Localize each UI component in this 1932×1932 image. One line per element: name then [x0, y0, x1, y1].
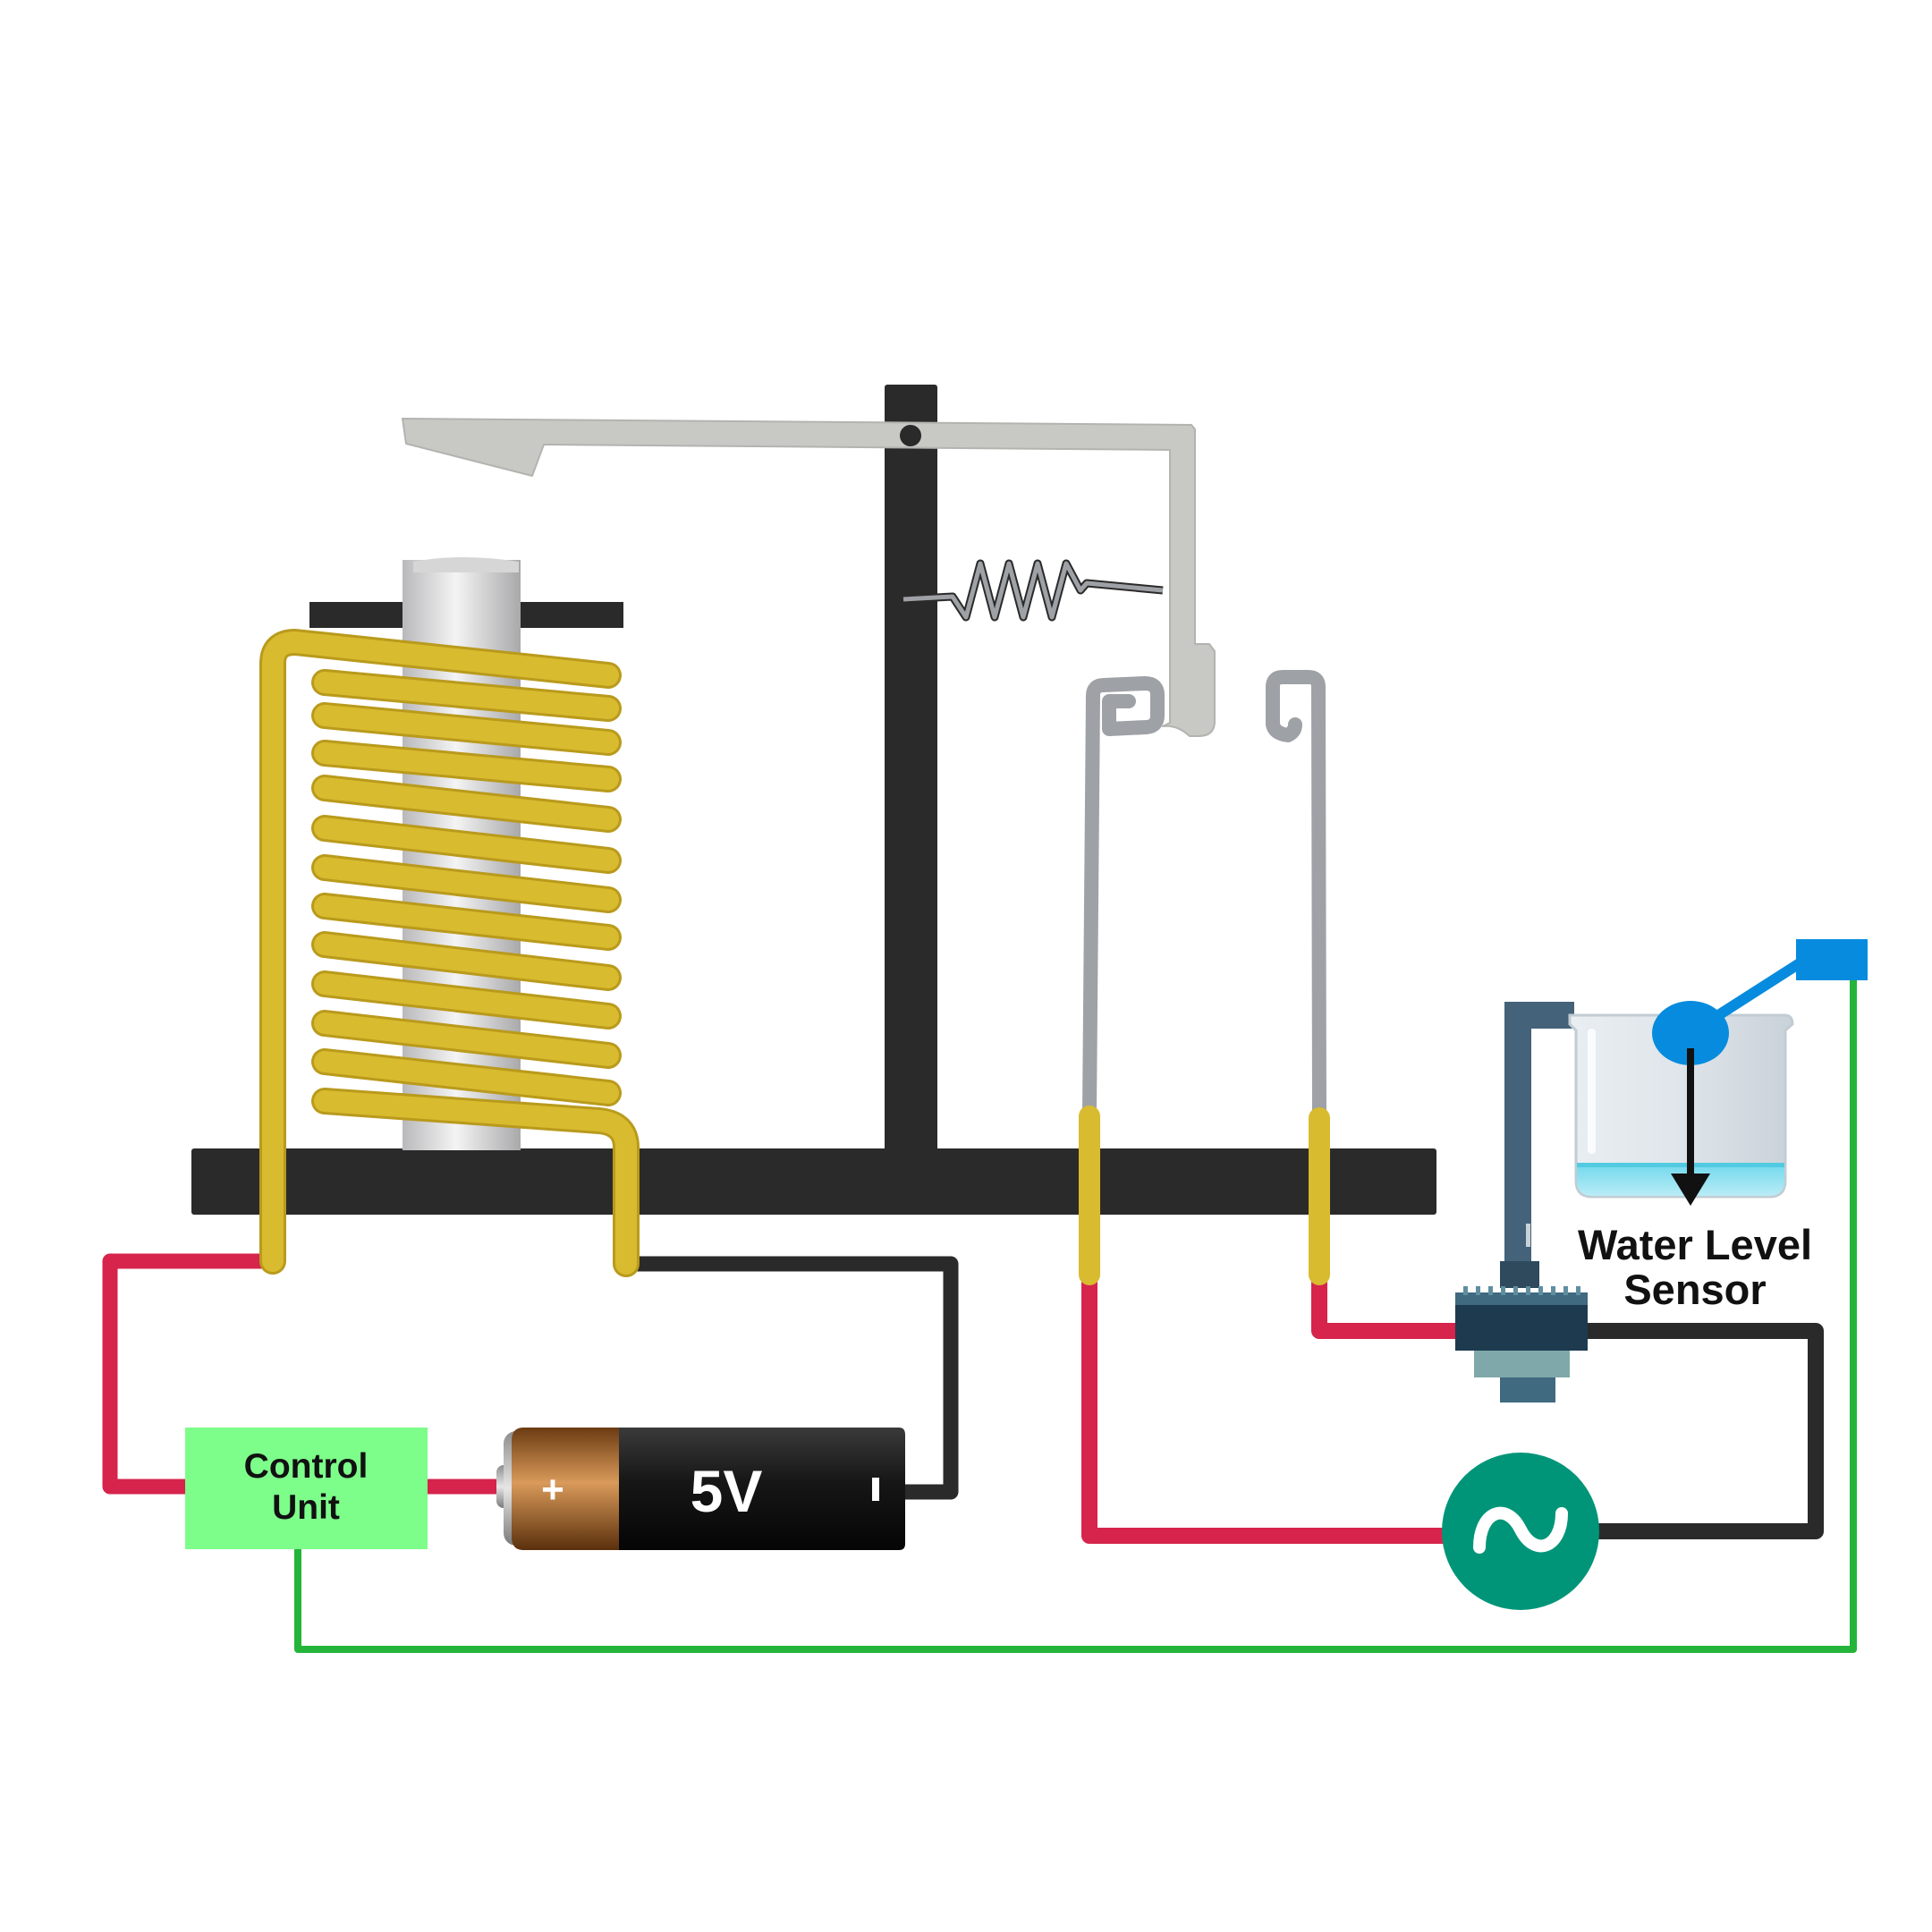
red-wire-contact-to-pump: [1311, 1267, 1470, 1339]
pump-pipe: [1504, 1002, 1574, 1279]
water-pump: [1455, 1002, 1588, 1402]
coil: [259, 629, 640, 1277]
battery-black-body: [619, 1428, 905, 1550]
pump-neck: [1500, 1261, 1539, 1288]
contact-left: [1082, 676, 1165, 1121]
ac-source: [1442, 1453, 1599, 1610]
float-sensor: Water Level Sensor: [1578, 939, 1868, 1313]
beaker-glass: [1568, 1013, 1794, 1199]
armature: [402, 418, 1216, 737]
green-wire-control-to-sensor: [294, 976, 1857, 1653]
battery: + 5V: [496, 1428, 905, 1550]
pivot-icon: [900, 425, 921, 446]
ac-wave-icon: [1473, 1506, 1568, 1554]
sensor-label-2: Sensor: [1623, 1266, 1766, 1313]
pump-body-top: [1455, 1292, 1588, 1305]
battery-minus-icon: [872, 1478, 879, 1501]
red-wire-contact-to-ac: [1081, 1267, 1454, 1544]
frame-post: [885, 385, 937, 1152]
sensor-mount: [1796, 939, 1868, 980]
beaker-shine: [1588, 1029, 1596, 1154]
battery-copper-band: [512, 1428, 619, 1550]
spring-icon: [902, 559, 1164, 622]
sensor-arrow-icon: [1671, 1174, 1710, 1206]
wiring: [102, 976, 1857, 1653]
black-wire-coil-to-battery: [618, 1256, 959, 1500]
control-unit-label-1: Control: [244, 1447, 369, 1486]
battery-voltage-label: 5V: [691, 1458, 763, 1524]
control-unit-box: [185, 1428, 428, 1549]
sensor-label-1: Water Level: [1578, 1221, 1812, 1268]
pump-teeth: [1463, 1286, 1580, 1295]
core-top: [413, 557, 519, 572]
pump-foot: [1500, 1377, 1555, 1402]
control-unit-label-2: Unit: [272, 1488, 340, 1527]
contact-right: [1266, 670, 1326, 1121]
sensor-float: [1652, 1001, 1729, 1065]
red-wire-coil-to-control: [102, 1253, 281, 1495]
armature-lever: [402, 418, 1216, 737]
control-unit: Control Unit: [185, 1428, 428, 1549]
pump-lower: [1474, 1351, 1570, 1377]
beaker-icon: [1568, 1013, 1794, 1199]
frame-base: [191, 1148, 1436, 1215]
contacts: [1079, 670, 1330, 1285]
relay-frame: [191, 385, 1436, 1215]
beaker-water-line: [1577, 1163, 1784, 1167]
black-wire-ac-to-pump: [1580, 1323, 1824, 1539]
pump-pipe-highlight: [1526, 1224, 1530, 1247]
battery-plus-icon: +: [541, 1468, 564, 1512]
